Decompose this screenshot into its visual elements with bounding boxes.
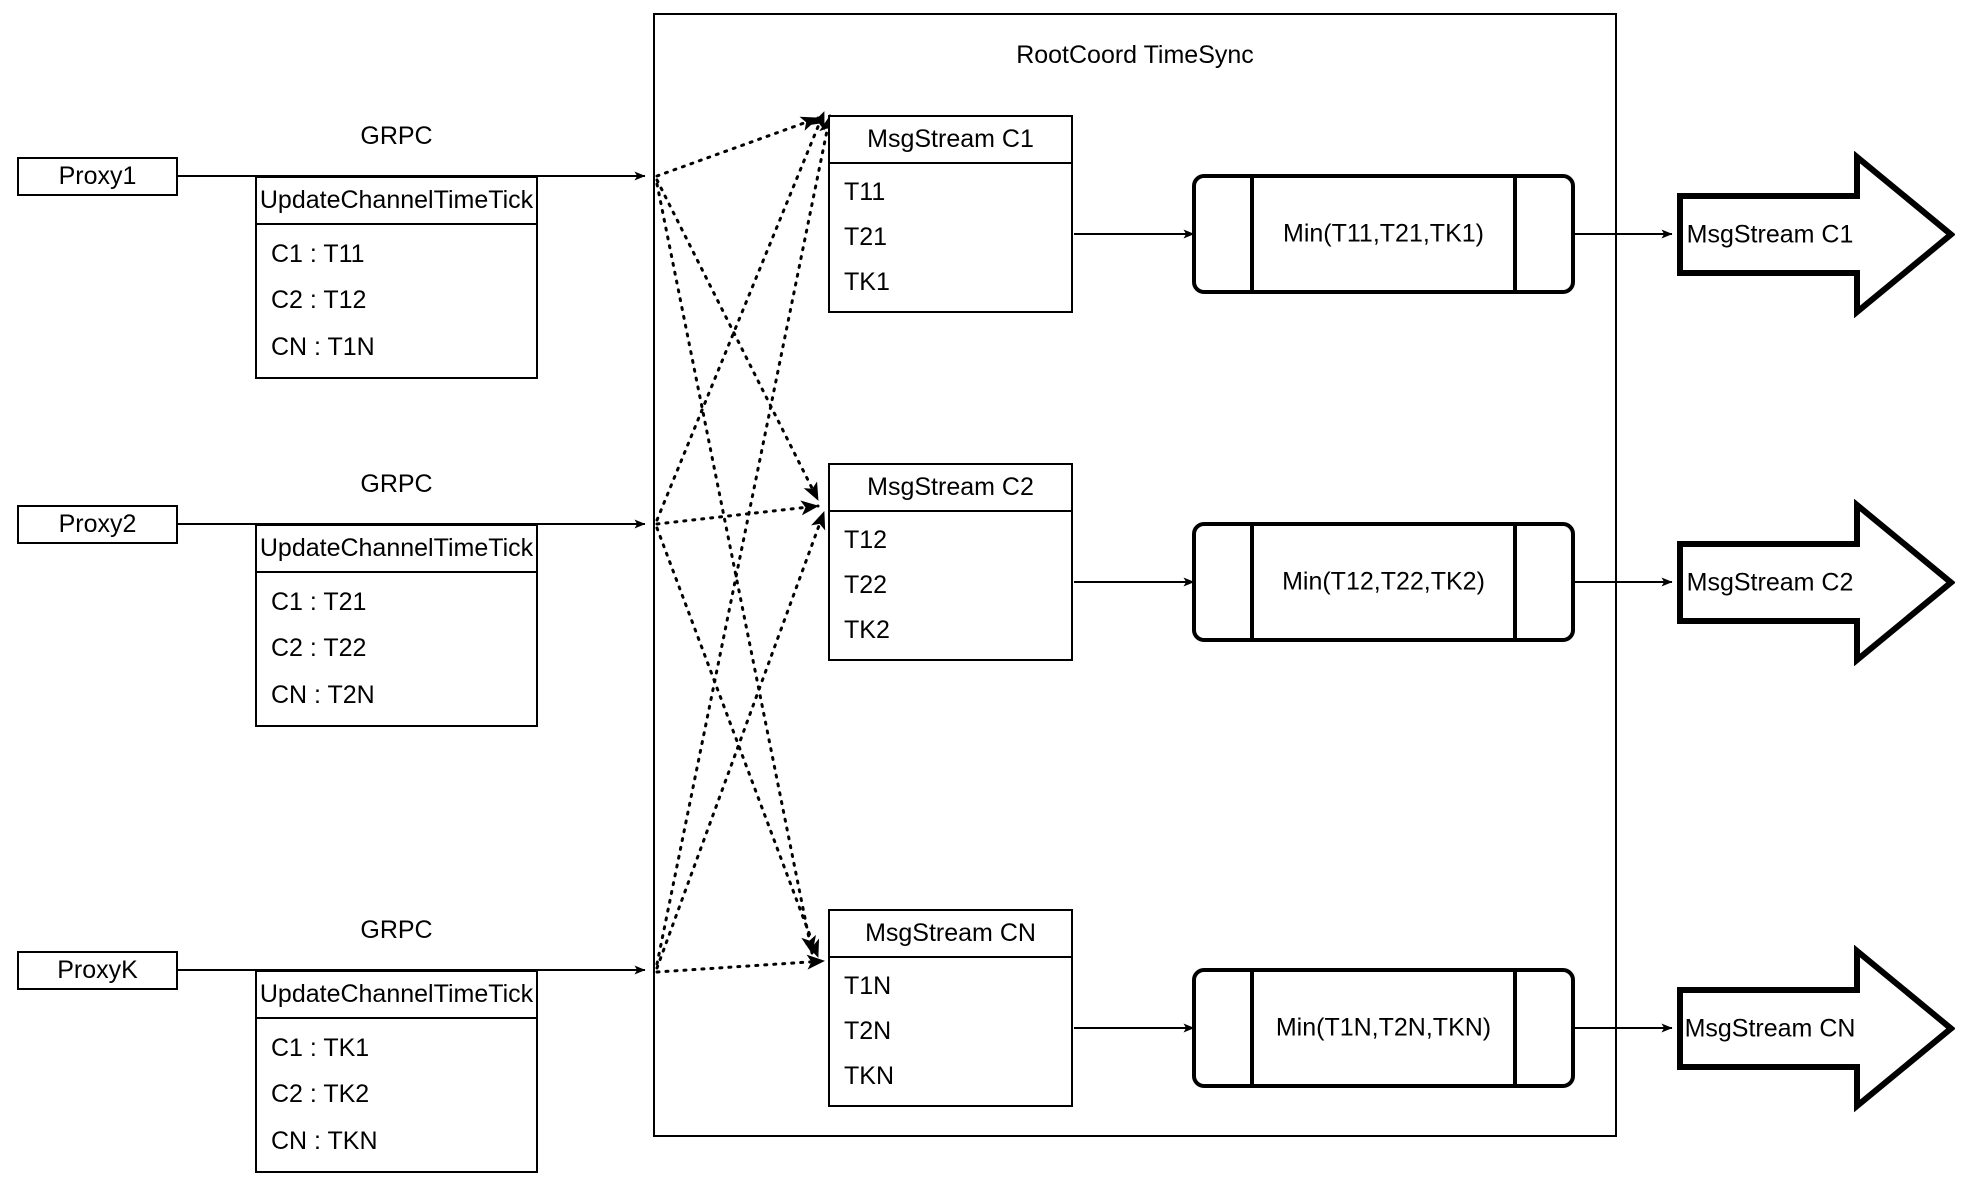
process-divider-right <box>1513 972 1517 1084</box>
output-block-arrow-2: MsgStream C2 <box>1677 498 1956 667</box>
request-entry: C2 : TK2 <box>271 1080 370 1109</box>
msgstream-entry: T21 <box>844 223 888 251</box>
region-title: RootCoord TimeSync <box>1016 41 1254 69</box>
proxy-box-2[interactable]: Proxy2 <box>17 505 178 544</box>
output-block-arrow-3: MsgStream CN <box>1677 944 1956 1113</box>
msgstream-entry: TK2 <box>844 616 890 644</box>
process-divider-left <box>1250 526 1254 638</box>
block-arrow-shape <box>1677 944 1956 1113</box>
request-entry: CN : T1N <box>271 333 375 362</box>
request-entry: C1 : T11 <box>271 239 365 268</box>
msgstream-box-2: MsgStream C2 T12 T22 TK2 <box>828 463 1073 661</box>
min-process-box-1: Min(T11,T21,TK1) <box>1192 174 1575 294</box>
msgstream-entries: T11 T21 TK1 <box>830 164 1071 311</box>
msgstream-entry: T2N <box>844 1017 892 1045</box>
msgstream-entry: T22 <box>844 571 888 599</box>
output-block-arrow-1: MsgStream C1 <box>1677 150 1956 319</box>
block-arrow-shape <box>1677 498 1956 667</box>
proxy-box-1[interactable]: Proxy1 <box>17 157 178 196</box>
request-title: UpdateChannelTimeTick <box>257 178 536 225</box>
request-entries: C1 : TK1 C2 : TK2 CN : TKN <box>257 1019 536 1171</box>
process-divider-left <box>1250 972 1254 1084</box>
update-channel-timetick-box-2: UpdateChannelTimeTick C1 : T21 C2 : T22 … <box>255 524 538 727</box>
msgstream-entry: T11 <box>844 178 886 206</box>
msgstream-title: MsgStream C1 <box>830 117 1071 164</box>
min-process-box-2: Min(T12,T22,TK2) <box>1192 522 1575 642</box>
request-entry: C2 : T12 <box>271 286 367 315</box>
request-title: UpdateChannelTimeTick <box>257 972 536 1019</box>
request-entries: C1 : T11 C2 : T12 CN : T1N <box>257 225 536 377</box>
msgstream-entry: T12 <box>844 526 888 554</box>
msgstream-entry: TK1 <box>844 268 890 296</box>
request-entry: C1 : T21 <box>271 587 367 616</box>
msgstream-entries: T1N T2N TKN <box>830 958 1071 1105</box>
process-divider-right <box>1513 526 1517 638</box>
output-label: MsgStream CN <box>1684 1014 1856 1042</box>
msgstream-box-1: MsgStream C1 T11 T21 TK1 <box>828 115 1073 313</box>
msgstream-entry: TKN <box>844 1062 894 1090</box>
process-label: Min(T11,T21,TK1) <box>1283 219 1484 248</box>
process-label: Min(T1N,T2N,TKN) <box>1275 1013 1492 1042</box>
link-label-2: GRPC <box>360 470 433 498</box>
min-process-box-3: Min(T1N,T2N,TKN) <box>1192 968 1575 1088</box>
process-divider-left <box>1250 178 1254 290</box>
request-entry: CN : TKN <box>271 1127 378 1156</box>
msgstream-title: MsgStream CN <box>830 911 1071 958</box>
request-entries: C1 : T21 C2 : T22 CN : T2N <box>257 573 536 725</box>
proxy-box-3[interactable]: ProxyK <box>17 951 178 990</box>
msgstream-box-3: MsgStream CN T1N T2N TKN <box>828 909 1073 1107</box>
update-channel-timetick-box-1: UpdateChannelTimeTick C1 : T11 C2 : T12 … <box>255 176 538 379</box>
request-title: UpdateChannelTimeTick <box>257 526 536 573</box>
update-channel-timetick-box-3: UpdateChannelTimeTick C1 : TK1 C2 : TK2 … <box>255 970 538 1173</box>
output-label: MsgStream C1 <box>1686 220 1854 248</box>
block-arrow-shape <box>1677 150 1956 319</box>
msgstream-entries: T12 T22 TK2 <box>830 512 1071 659</box>
request-entry: CN : T2N <box>271 681 375 710</box>
link-label-3: GRPC <box>360 916 433 944</box>
rootcoord-timesync-region <box>653 13 1617 1137</box>
output-label: MsgStream C2 <box>1686 568 1854 596</box>
msgstream-title: MsgStream C2 <box>830 465 1071 512</box>
msgstream-entry: T1N <box>844 972 892 1000</box>
link-label-1: GRPC <box>360 122 433 150</box>
request-entry: C1 : TK1 <box>271 1033 370 1062</box>
process-divider-right <box>1513 178 1517 290</box>
process-label: Min(T12,T22,TK2) <box>1282 567 1485 596</box>
request-entry: C2 : T22 <box>271 634 367 663</box>
